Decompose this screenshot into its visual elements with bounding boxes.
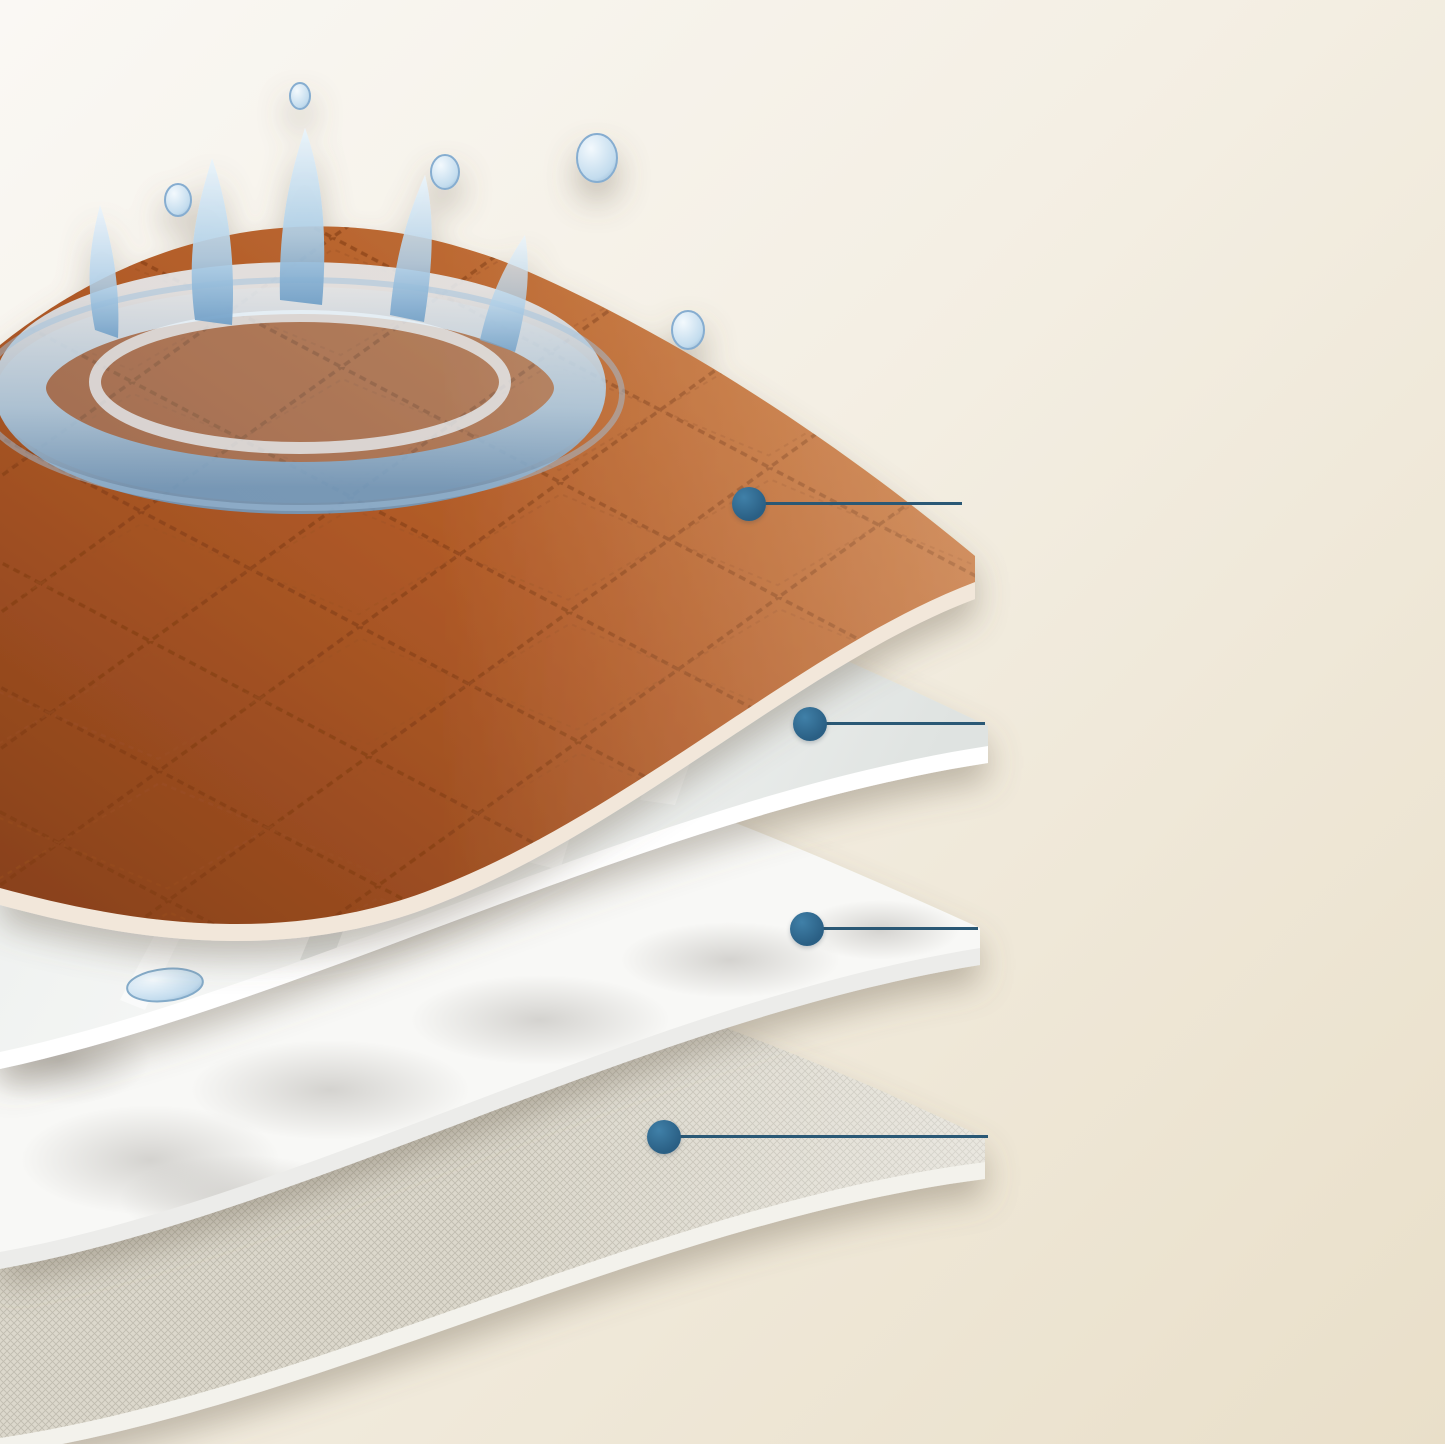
callout-dot-icon [790,912,824,946]
callout-line [749,502,962,505]
callout-line [810,722,985,725]
callout-dot-icon [647,1120,681,1154]
callout-dot-icon [793,707,827,741]
callout-line [664,1135,988,1138]
callout-line [807,927,978,930]
face-waterproof-layer [0,82,975,942]
water-splash-icon [0,82,705,514]
callout-dot-icon [732,487,766,521]
